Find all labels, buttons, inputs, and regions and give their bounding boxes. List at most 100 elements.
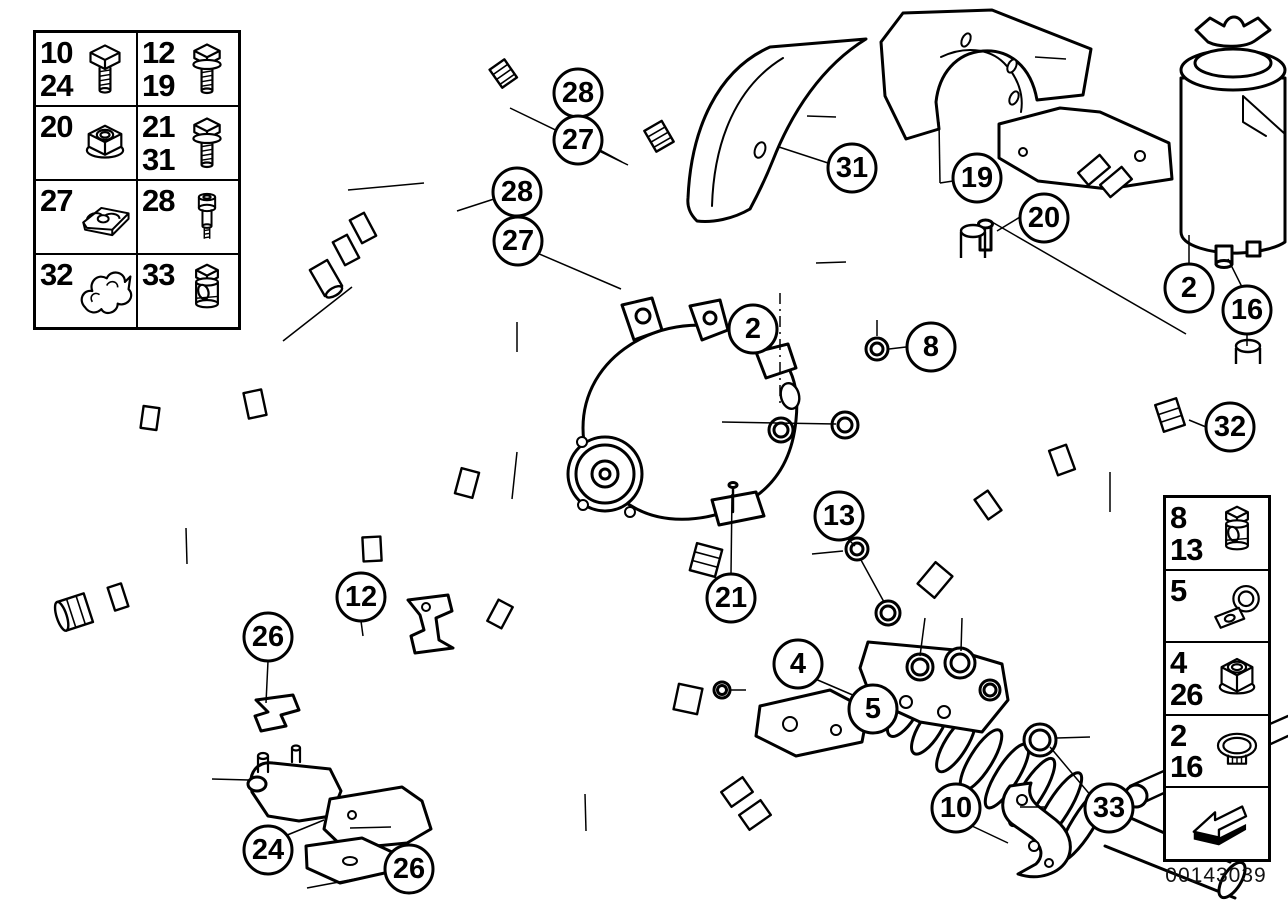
callout-circled-5[interactable]: 5 — [847, 683, 899, 735]
leader-line — [1034, 56, 1067, 60]
legend-cell-20[interactable]: 20 — [35, 106, 137, 180]
callout-label: 20 — [1028, 202, 1060, 234]
fluid-reservoir — [1179, 15, 1287, 269]
legend-number: 28 — [142, 183, 175, 218]
p-clamp-icon — [1208, 575, 1266, 637]
callout-circled-19[interactable]: 19 — [951, 152, 1003, 204]
callout-label: 21 — [715, 582, 747, 614]
legend-cell-5[interactable]: 5 — [1165, 569, 1269, 643]
hose16-elbow — [1234, 338, 1262, 364]
legend-number: 26 — [1170, 676, 1203, 712]
callout-circled-21[interactable]: 21 — [705, 572, 757, 624]
power-steering-pump — [566, 296, 799, 521]
legend-number: 20 — [40, 109, 73, 144]
callout-circle — [847, 683, 899, 735]
hose-11 — [62, 545, 722, 630]
legend-cell-33[interactable]: 33 — [137, 254, 239, 328]
callout-label: 24 — [252, 834, 284, 866]
hex-bolt-icon — [76, 38, 134, 100]
spring-clip-icon — [76, 260, 134, 322]
drawing-number: 00143039 — [1165, 864, 1267, 887]
leader-line — [939, 180, 954, 184]
bracket-12 — [406, 593, 455, 655]
bracket-6 — [1001, 781, 1072, 879]
callout-circled-32[interactable]: 32 — [1204, 401, 1256, 453]
callout-circled-26[interactable]: 26 — [383, 843, 435, 895]
callout-circled-13[interactable]: 13 — [813, 490, 865, 542]
support-bracket — [977, 106, 1174, 252]
pipe-clamp-icon — [76, 186, 134, 248]
legend-number: 21 — [142, 109, 175, 144]
callout-circled-8[interactable]: 8 — [905, 321, 957, 373]
callout-label: 12 — [345, 581, 377, 613]
leader-line — [812, 677, 856, 697]
callout-circled-10[interactable]: 10 — [930, 782, 982, 834]
banjo-bolt-icon — [178, 260, 236, 322]
callout-circled-31[interactable]: 31 — [826, 142, 878, 194]
leader-line — [347, 182, 425, 191]
callout-circled-2[interactable]: 2 — [727, 303, 779, 355]
callout-circled-27[interactable]: 27 — [552, 114, 604, 166]
callout-circle — [772, 638, 824, 690]
direction-arrow-icon — [1174, 793, 1260, 855]
pipe-bracket — [710, 481, 766, 527]
callout-circled-2[interactable]: 2 — [1163, 262, 1215, 314]
callout-circled-12[interactable]: 12 — [335, 571, 387, 623]
callout-circle — [813, 490, 865, 542]
leader-line — [938, 121, 941, 184]
callout-circled-27[interactable]: 27 — [492, 215, 544, 267]
callout-circled-24[interactable]: 24 — [242, 824, 294, 876]
shoulder-screw-icon — [178, 186, 236, 248]
leader-line — [456, 198, 495, 212]
callout-circled-28[interactable]: 28 — [552, 67, 604, 119]
legend-cell-27[interactable]: 27 — [35, 180, 137, 254]
callout-label: 2 — [1181, 272, 1197, 304]
callout-label: 2 — [745, 313, 761, 345]
callout-circled-20[interactable]: 20 — [1018, 192, 1070, 244]
callout-label: 16 — [1231, 294, 1263, 326]
legend-number: 2 — [1170, 717, 1187, 753]
callout-label: 13 — [823, 500, 855, 532]
callout-label: 28 — [562, 77, 594, 109]
legend-number: 8 — [1170, 500, 1187, 535]
leader-line — [306, 872, 388, 889]
legend-cell-28[interactable]: 28 — [137, 180, 239, 254]
shield-bracket-18 — [879, 8, 1093, 141]
callout-label: 26 — [393, 853, 425, 885]
legend-cell-direction-arrow-icon[interactable] — [1165, 787, 1269, 860]
clip-26 — [253, 693, 301, 733]
leader-line — [1056, 736, 1091, 739]
callout-circled-28[interactable]: 28 — [491, 166, 543, 218]
leader-line — [511, 451, 518, 500]
leader-line — [1227, 258, 1244, 290]
callout-label: 5 — [865, 693, 881, 725]
callout-circled-33[interactable]: 33 — [1083, 782, 1135, 834]
callout-circled-4[interactable]: 4 — [772, 638, 824, 690]
hose-clamp-icon — [1208, 720, 1266, 782]
legend-number: 13 — [1170, 531, 1203, 567]
callout-circle — [905, 321, 957, 373]
callout-circled-26[interactable]: 26 — [242, 611, 294, 663]
leader-line — [211, 778, 250, 781]
leader-line — [349, 826, 392, 829]
callout-circled-16[interactable]: 16 — [1221, 284, 1273, 336]
leader-line — [815, 261, 847, 264]
leader-line — [991, 221, 1187, 335]
callout-label: 28 — [501, 176, 533, 208]
legend-cell-32[interactable]: 32 — [35, 254, 137, 328]
leader-line — [778, 146, 829, 164]
callout-label: 33 — [1093, 792, 1125, 824]
heat-shield — [686, 37, 868, 223]
legend-number: 24 — [40, 68, 73, 103]
hex-flange-bolt-icon — [178, 112, 236, 174]
